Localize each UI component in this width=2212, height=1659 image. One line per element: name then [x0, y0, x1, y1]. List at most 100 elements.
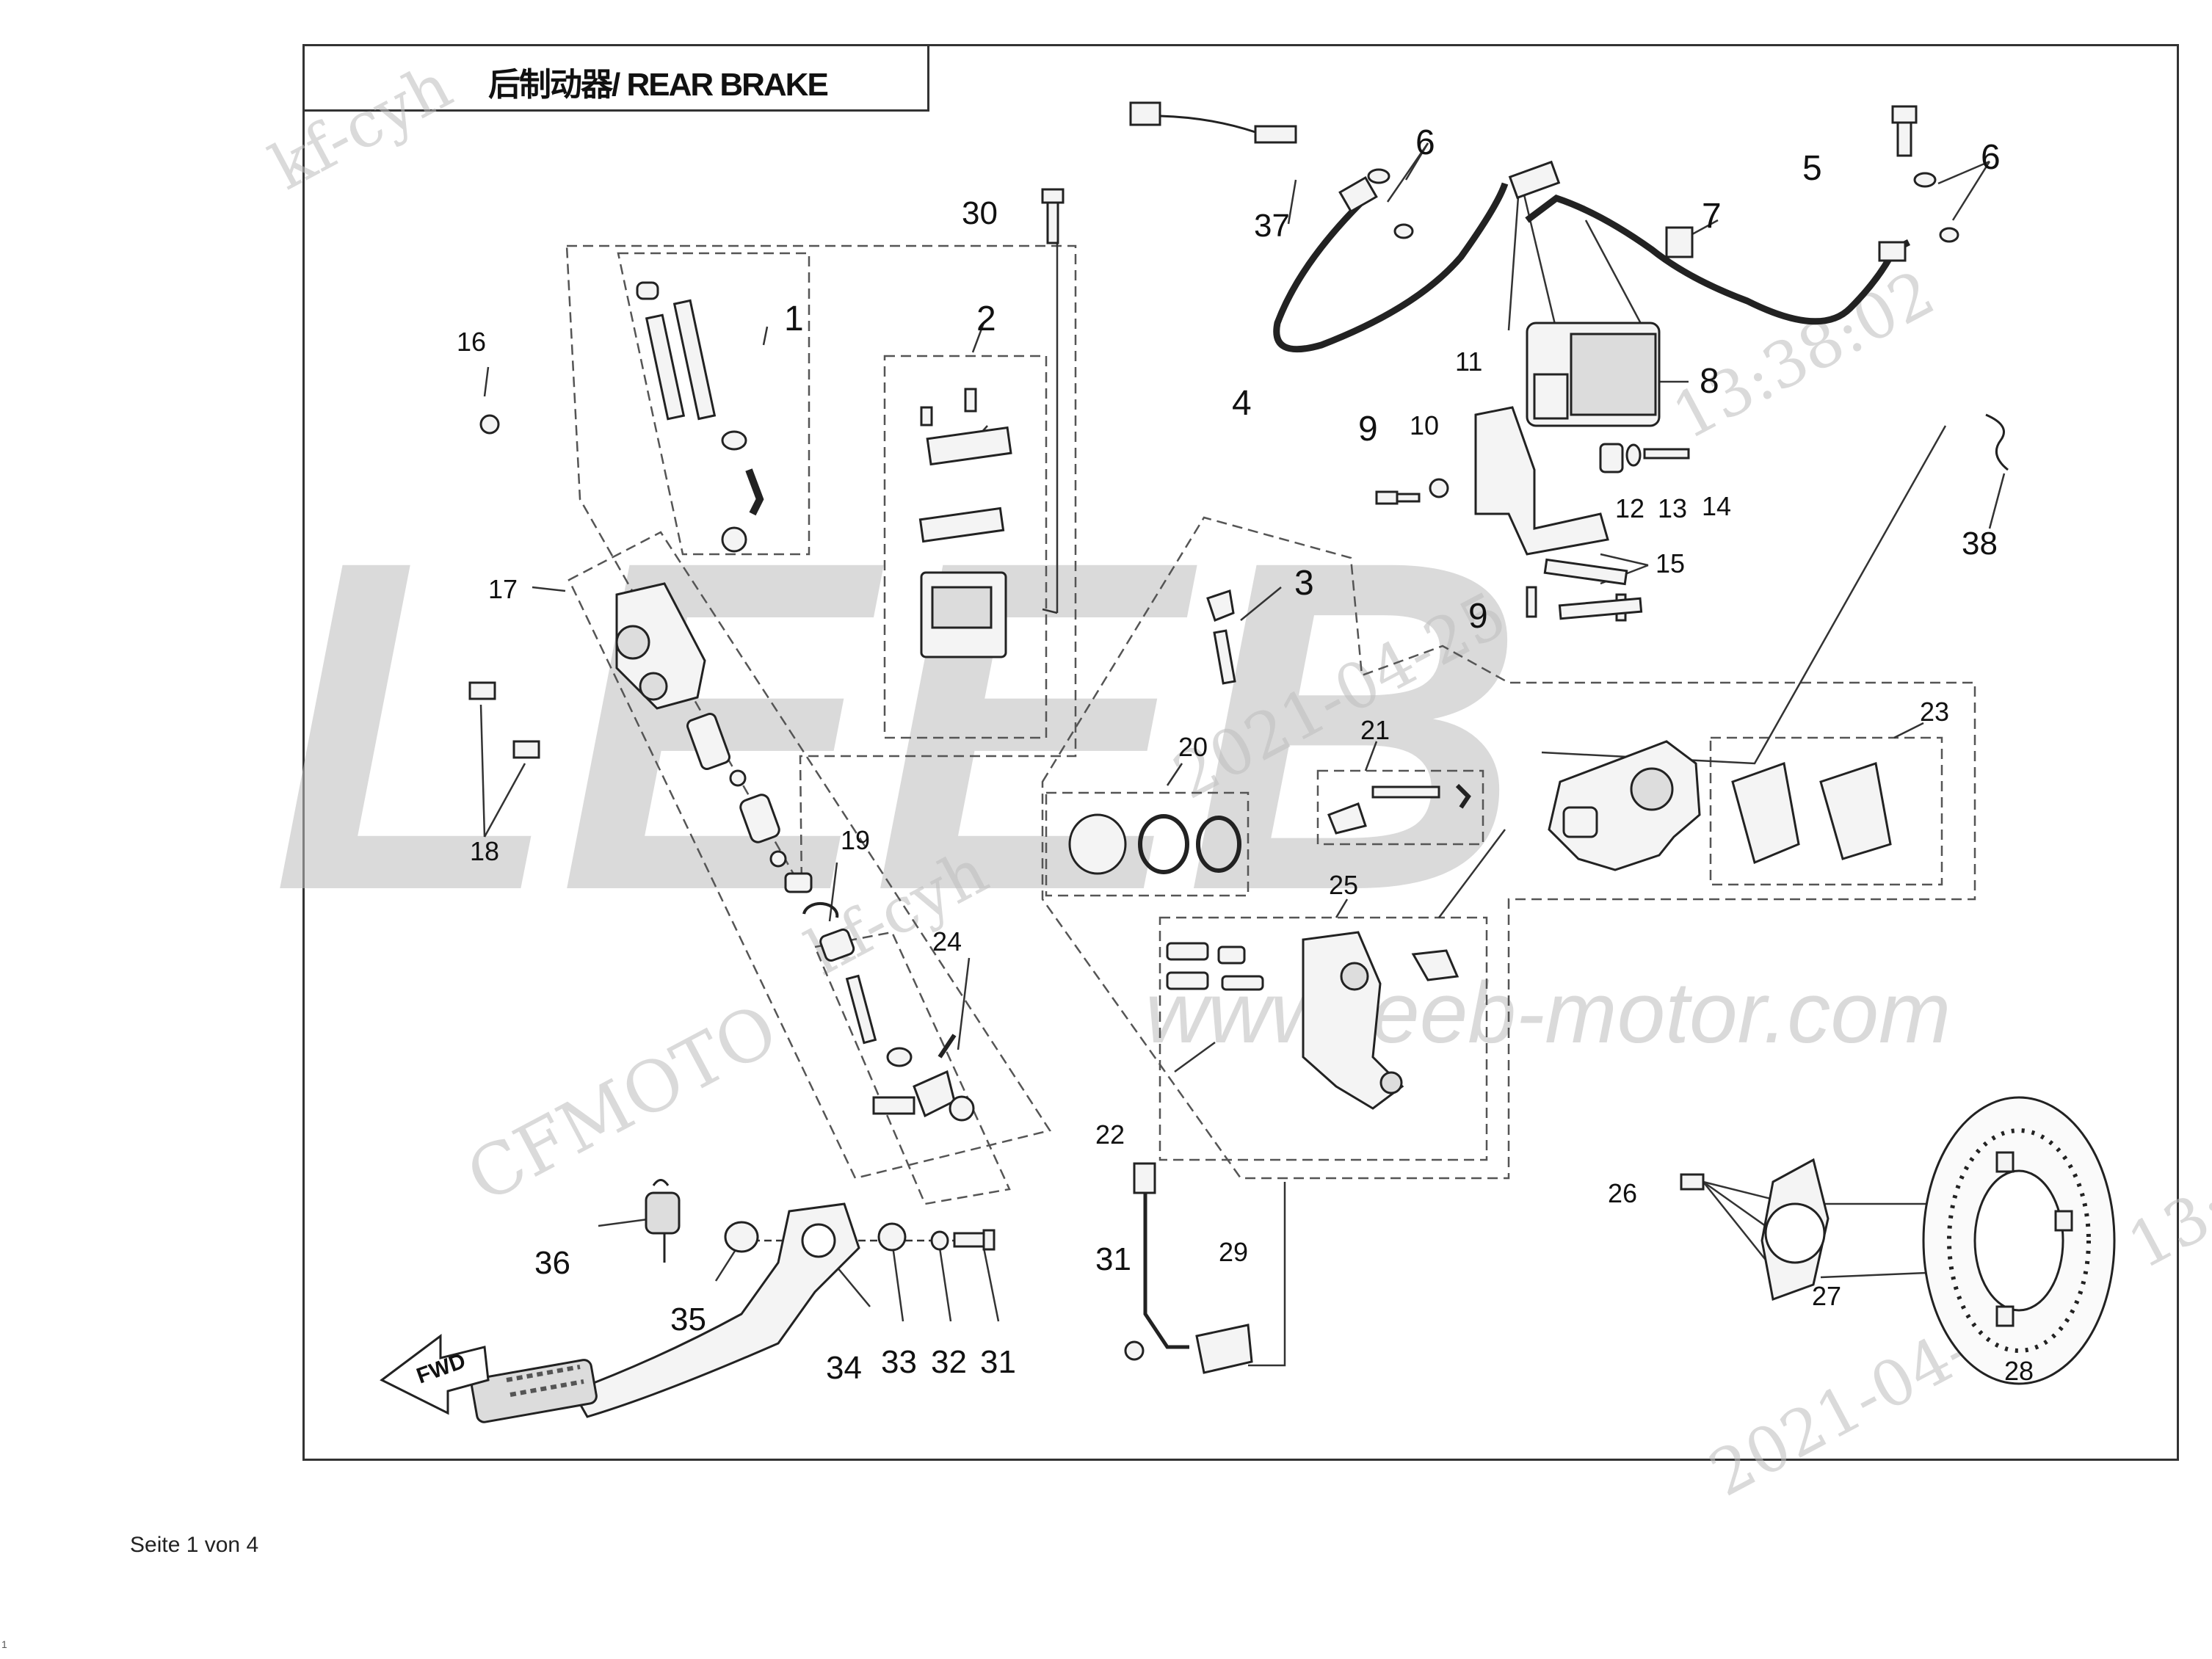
callout-28: 28 — [2004, 1356, 2034, 1386]
callout-6a: 6 — [1415, 123, 1435, 162]
brake-pads — [1731, 761, 1892, 865]
callout-10: 10 — [1410, 410, 1439, 440]
watermark-layer: LEEB www.leeb-motor.com CFMOTO kf-cyh kf… — [259, 49, 2212, 1511]
pin-kit-outline — [1316, 769, 1484, 846]
callout-27: 27 — [1812, 1281, 1841, 1311]
callout-33: 33 — [881, 1344, 917, 1380]
caliper-bracket — [1166, 931, 1459, 1110]
callout-5: 5 — [1802, 149, 1822, 188]
callout-15: 15 — [1656, 548, 1685, 578]
washer-35 — [724, 1221, 759, 1253]
callout-18: 18 — [470, 836, 499, 866]
watermark-url: www.leeb-motor.com — [1145, 965, 1951, 1061]
brake-hose-7 — [1525, 194, 1911, 325]
watermark-maker: CFMOTO — [454, 988, 791, 1219]
callout-16: 16 — [457, 327, 486, 357]
nut-32 — [930, 1230, 949, 1251]
abs-sensor-plug — [1129, 101, 1297, 144]
callout-14: 14 — [1702, 491, 1731, 521]
callout-21: 21 — [1360, 715, 1390, 745]
brake-caliper — [1548, 740, 1701, 871]
reservoir-cap-kit — [636, 281, 764, 553]
piston-kit-outline — [1045, 791, 1250, 897]
callout-2: 2 — [976, 300, 996, 338]
callout-24: 24 — [932, 926, 962, 956]
bushing-parts — [1599, 443, 1690, 473]
parts: FWD — [380, 101, 2116, 1423]
pad-kit-outline — [1709, 736, 1943, 886]
callout-17: 17 — [488, 574, 518, 604]
callout-29: 29 — [1219, 1237, 1248, 1267]
callout-30: 30 — [962, 195, 998, 231]
fwd-arrow: FWD — [380, 1334, 490, 1415]
page-title: 后制动器/ REAR BRAKE — [488, 67, 829, 103]
callout-labels: 1 2 3 4 5 6 6 7 8 9 9 10 11 12 13 14 15 … — [457, 123, 2034, 1386]
brake-fluid-reservoir — [918, 388, 1012, 658]
washer-33 — [877, 1222, 907, 1252]
callout-3: 3 — [1294, 564, 1314, 603]
callout-37: 37 — [1254, 208, 1290, 244]
callout-25: 25 — [1329, 870, 1358, 900]
group-outlines — [565, 244, 1976, 1205]
hose-fittings — [1338, 160, 1907, 262]
bolt-31 — [953, 1229, 996, 1251]
callout-12: 12 — [1615, 493, 1645, 523]
callout-22: 22 — [1095, 1119, 1125, 1150]
pin-kit — [1327, 783, 1471, 835]
callout-9b: 9 — [1468, 597, 1488, 636]
title-box: 后制动器/ REAR BRAKE — [302, 44, 929, 112]
brake-disc — [1922, 1096, 2116, 1385]
caliper-group-outline — [1041, 516, 1976, 1180]
callout-1: 1 — [784, 300, 804, 338]
pushrod-kit — [845, 974, 975, 1122]
pushrod-kit-outline — [813, 931, 1011, 1205]
callout-9a: 9 — [1358, 410, 1378, 449]
abs-modulator — [1526, 322, 1661, 427]
callout-11: 11 — [1455, 346, 1482, 377]
callout-34: 34 — [826, 1350, 862, 1386]
return-spring — [645, 1179, 681, 1263]
abs-bracket — [1474, 406, 1609, 556]
brake-pedal — [471, 1202, 860, 1423]
washer-6d — [1939, 227, 1959, 243]
watermark-brand: LEEB — [272, 463, 1525, 988]
screws-18 — [468, 681, 540, 759]
spring-38 — [1985, 413, 2009, 471]
washer-6c — [1913, 172, 1937, 188]
master-cylinder-internals — [686, 713, 813, 893]
reservoir-outline — [883, 355, 1048, 739]
washer-6b — [1393, 223, 1414, 239]
master-cylinder-body — [615, 582, 706, 710]
callout-35: 35 — [670, 1302, 706, 1337]
cap-kit-outline — [617, 252, 811, 556]
disc-carrier — [1680, 1158, 1830, 1302]
callout-32: 32 — [931, 1344, 967, 1380]
watermark-user-1: kf-cyh — [259, 49, 463, 204]
callout-19: 19 — [841, 825, 870, 855]
callout-23: 23 — [1920, 697, 1949, 727]
screw-16 — [479, 414, 500, 435]
callout-13: 13 — [1658, 493, 1687, 523]
callout-7: 7 — [1702, 197, 1722, 236]
banjo-bolt-5 — [1891, 105, 1918, 157]
callout-8: 8 — [1700, 362, 1719, 401]
callout-26: 26 — [1608, 1178, 1637, 1208]
callout-38: 38 — [1962, 526, 1998, 562]
rubber-pads-15 — [1543, 558, 1643, 620]
boot-19 — [819, 928, 855, 962]
callout-4: 4 — [1232, 384, 1252, 423]
callout-36: 36 — [534, 1245, 570, 1281]
page-footer: Seite 1 von 4 — [130, 1533, 259, 1557]
corner-mark: 1 — [1, 1638, 7, 1650]
circlip-19 — [802, 901, 839, 918]
master-cylinder-body-outline — [567, 531, 1052, 1180]
callout-31b: 31 — [980, 1344, 1016, 1380]
master-cylinder-group-outline — [565, 244, 1077, 892]
watermark-time-2: 13:38:02 — [2117, 1086, 2212, 1284]
callout-20: 20 — [1178, 732, 1208, 762]
bolt-30 — [1041, 188, 1065, 244]
washer-6a — [1367, 168, 1390, 184]
diagram-frame — [302, 44, 2179, 1461]
bleeder-screw — [1206, 589, 1236, 685]
